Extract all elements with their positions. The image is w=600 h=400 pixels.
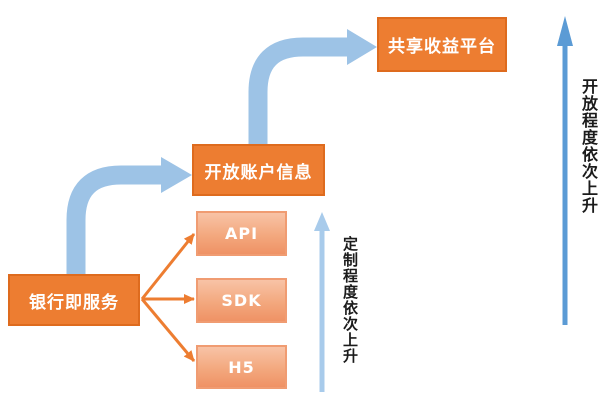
h5-box: H5 [196, 345, 287, 389]
openness-axis-label: 开放程度依次上升 [579, 78, 598, 214]
flow-arrowhead-bank-to-account [161, 157, 192, 193]
flow-arrow-account-to-platform [248, 37, 347, 192]
bank-to-h5-arrow [140, 298, 196, 362]
openness-axis-arrowhead [557, 16, 573, 46]
flow-arrowhead-account-to-platform [347, 29, 377, 65]
customization-axis-label: 定制程度依次上升 [341, 236, 359, 364]
bank-as-a-service-box: 银行即服务 [8, 274, 140, 326]
bank-to-api-arrow [140, 233, 196, 300]
api-box: API [196, 211, 287, 256]
flow-arrow-bank-to-account [66, 165, 161, 320]
open-account-info-box: 开放账户信息 [192, 144, 325, 196]
shared-revenue-platform-box: 共享收益平台 [377, 17, 507, 72]
customization-axis-arrowhead [314, 212, 330, 231]
sdk-box: SDK [196, 278, 287, 323]
